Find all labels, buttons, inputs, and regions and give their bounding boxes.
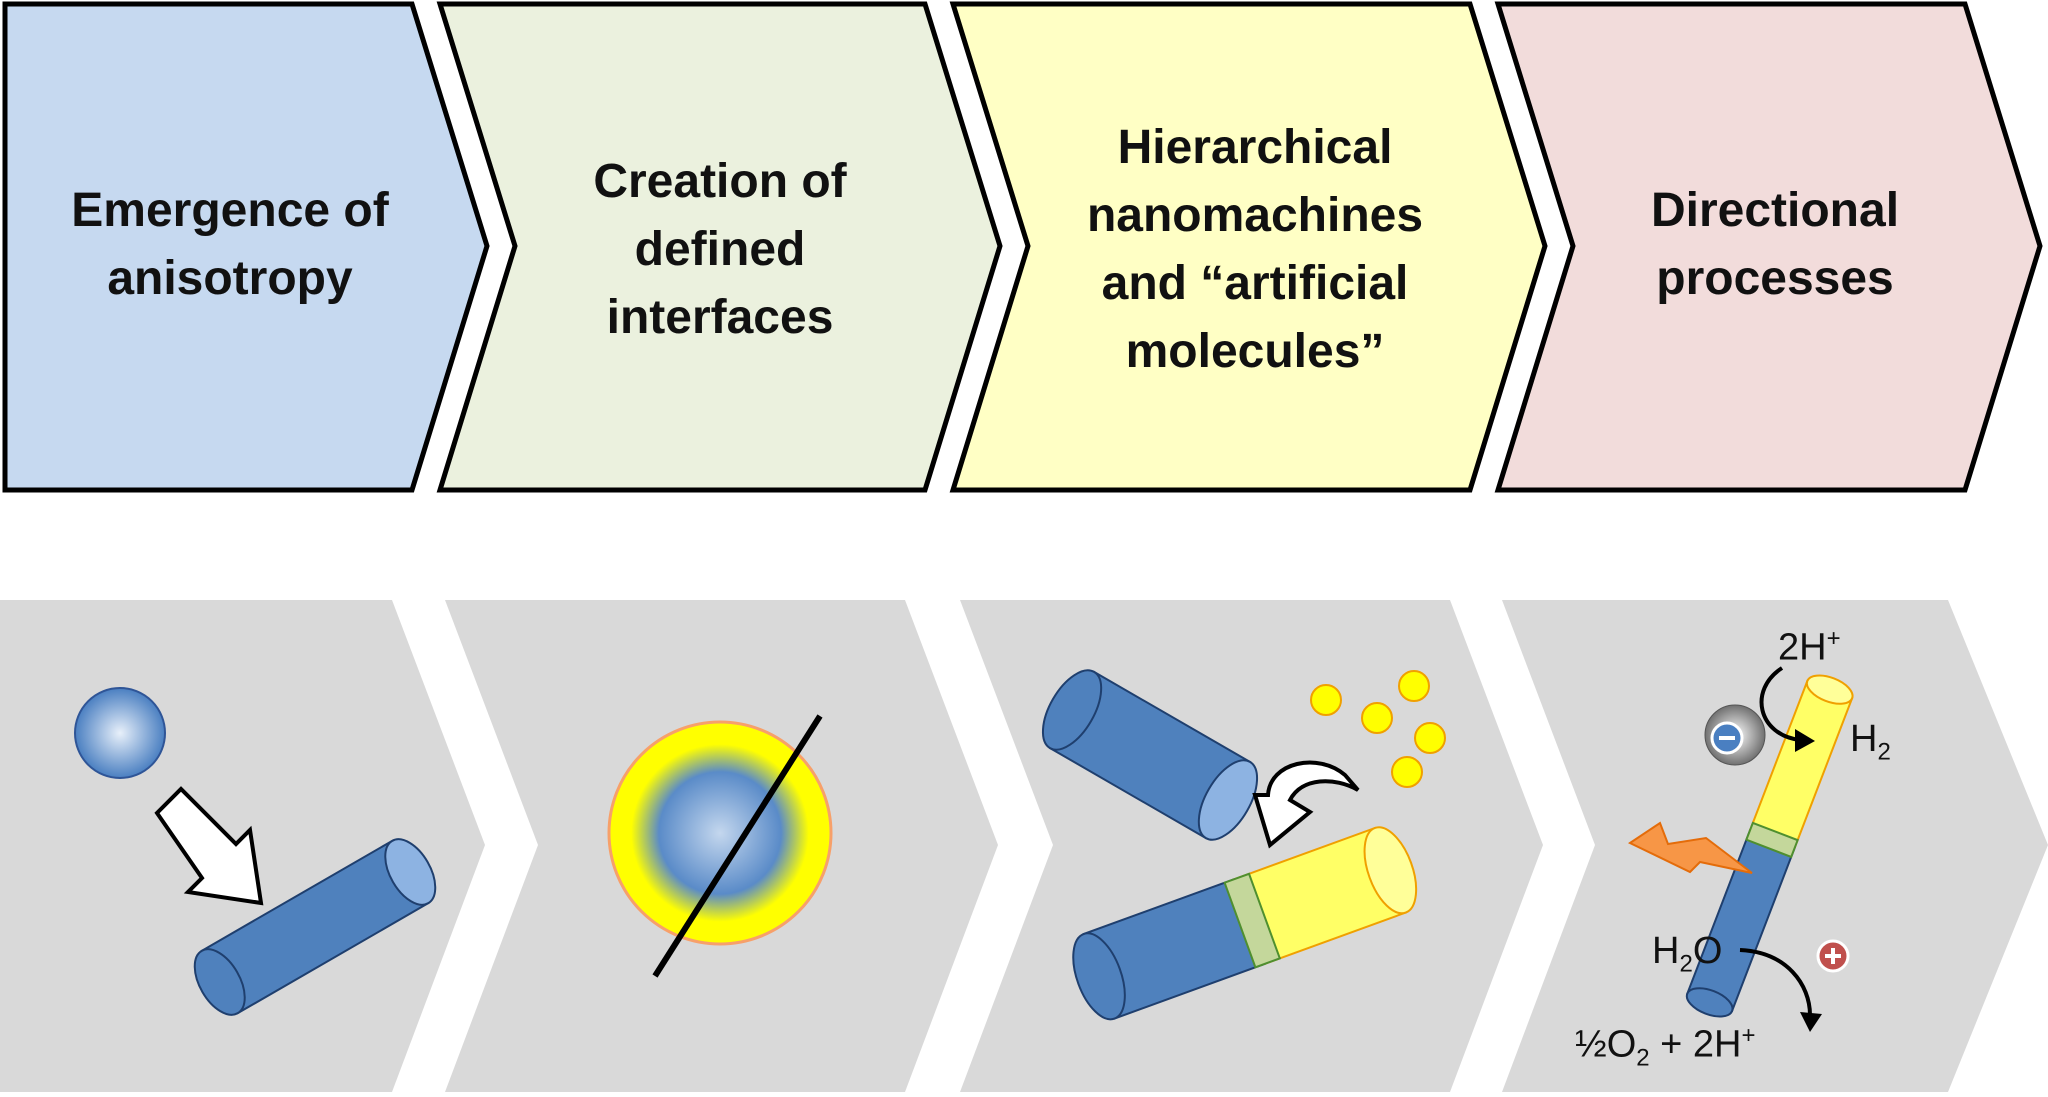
oxidation-reactant-label: H2O bbox=[1652, 930, 1723, 978]
reduction-reactant-label: 2H+ bbox=[1778, 625, 1841, 669]
lightning-icon bbox=[1627, 821, 1753, 874]
cylinder-icon bbox=[193, 838, 437, 1016]
gold-nanoparticle-icon bbox=[1391, 756, 1423, 788]
conversion-arrow-icon bbox=[154, 786, 264, 906]
reduction-arrowhead bbox=[1795, 729, 1815, 752]
gold-nanoparticle-icon bbox=[1361, 702, 1393, 734]
step-label-directional: Directional processes bbox=[1650, 184, 1900, 305]
gold-nanoparticle-icon bbox=[1414, 722, 1446, 754]
gold-nanoparticle-icon bbox=[1310, 684, 1342, 716]
step-label-interfaces: Creation of defined interfaces bbox=[593, 155, 847, 344]
sphere-icon bbox=[74, 687, 166, 779]
photocatalyst-rod-icon bbox=[1685, 674, 1854, 1018]
step-label-anisotropy: Emergence of anisotropy bbox=[71, 184, 389, 305]
reduction-arrow-icon bbox=[1759, 666, 1801, 742]
step-chevron-directional bbox=[1494, 1, 2043, 493]
oxidation-arrowhead bbox=[1800, 1012, 1822, 1032]
step-chevron-nanomachines bbox=[949, 1, 1548, 493]
oxidation-product-label: ½O2 + 2H+ bbox=[1575, 1022, 1756, 1072]
curved-arrow-icon bbox=[1252, 760, 1360, 849]
gold-nanoparticle-icon bbox=[1398, 670, 1430, 702]
step-label-nanomachines: Hierarchical nanomachines and “artificia… bbox=[1086, 121, 1424, 378]
oxidation-arrow-icon bbox=[1739, 948, 1812, 1016]
step-chevron-anisotropy bbox=[2, 1, 490, 493]
core-shell-particle-icon bbox=[607, 720, 833, 946]
panel-nanomachines bbox=[960, 600, 1543, 1092]
cylinder-icon bbox=[1041, 669, 1259, 841]
hybrid-nanorod-icon bbox=[1072, 826, 1418, 1021]
reduction-product-label: H2 bbox=[1850, 718, 1891, 766]
dividing-line bbox=[652, 714, 823, 978]
step-chevron-interfaces bbox=[436, 1, 1003, 493]
